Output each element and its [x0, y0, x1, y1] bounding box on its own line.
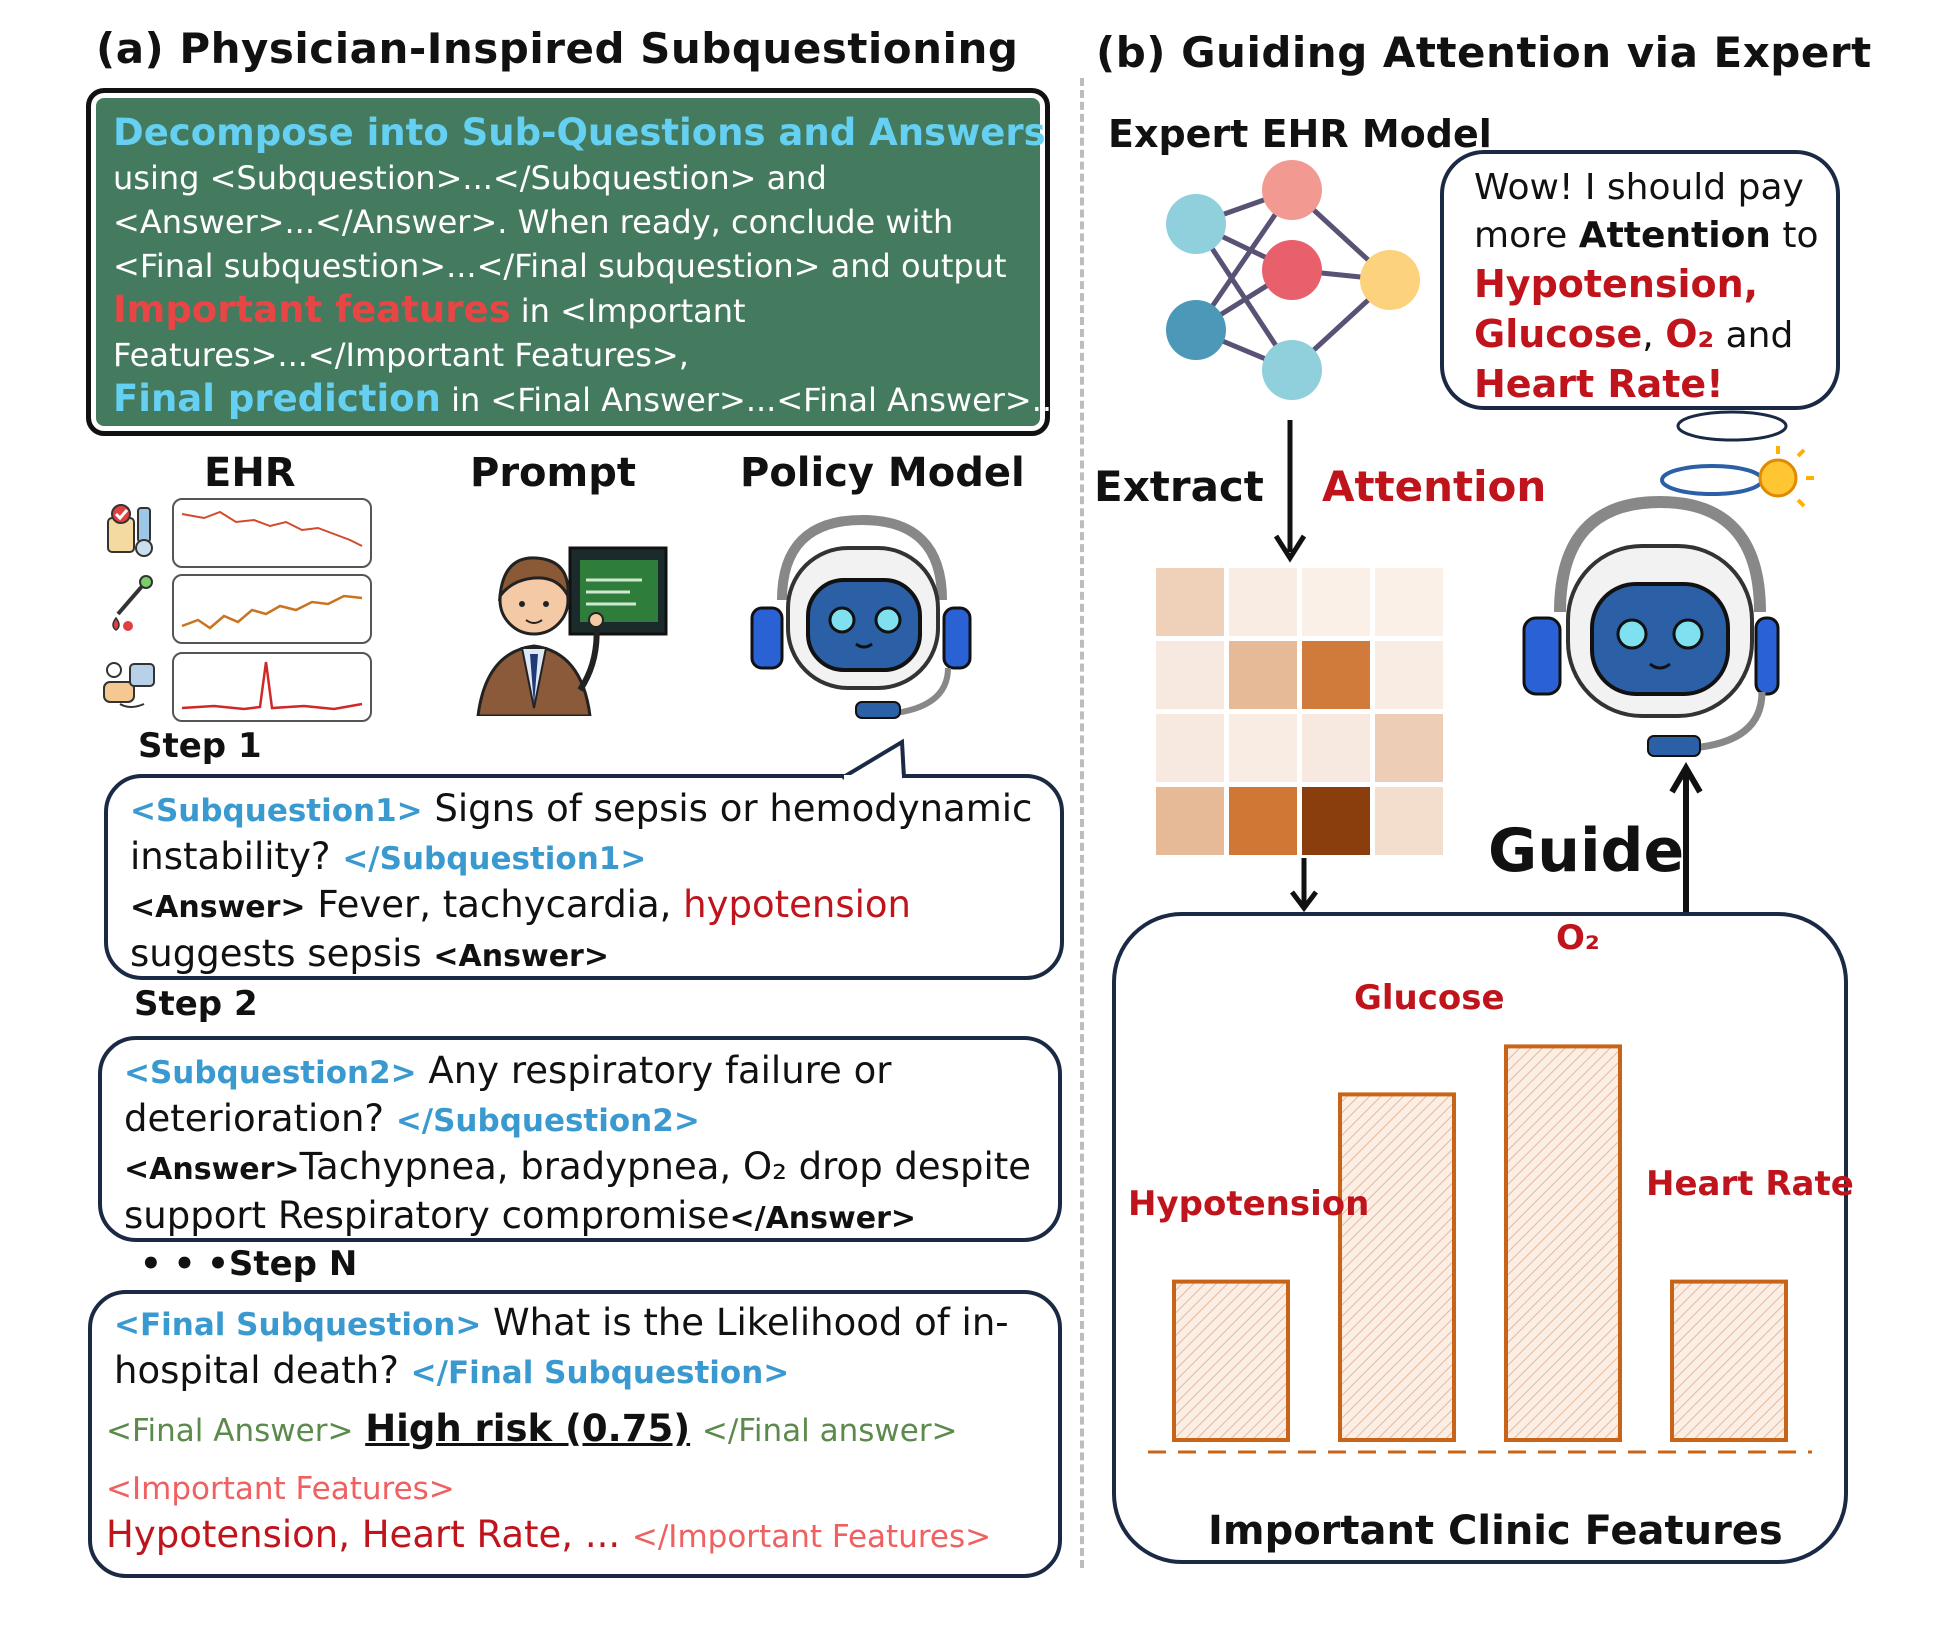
attention-label: Attention — [1322, 462, 1547, 511]
heatmap-cell-3-1 — [1229, 787, 1297, 855]
step-n-question-line-1: <Final Subquestion> What is the Likeliho… — [114, 1301, 1009, 1344]
panel-divider — [1080, 78, 1084, 1568]
bar-o- — [1504, 1044, 1622, 1442]
ehr-signal-3 — [172, 652, 372, 722]
guide-arrow — [1669, 762, 1703, 914]
step-2-answer-line-2: support Respiratory compromise</Answer> — [124, 1194, 917, 1237]
extract-arrow — [1273, 420, 1307, 563]
heatmap-cell-3-3 — [1375, 787, 1443, 855]
thought-line-2: more Attention to — [1474, 215, 1819, 256]
step-2-answer-line-1: <Answer>Tachypnea, bradypnea, O₂ drop de… — [124, 1145, 1031, 1188]
step-2-question-line-2: deterioration? </Subquestion2> — [124, 1097, 700, 1140]
step-n-question-line-2: hospital death? </Final Subquestion> — [114, 1349, 790, 1392]
step-1-answer-line-2: suggests sepsis <Answer> — [130, 932, 609, 975]
heatmap-cell-3-2 — [1302, 787, 1370, 855]
board-line-1: Decompose into Sub-Questions and Answers — [113, 111, 1046, 154]
expert-model-label: Expert EHR Model — [1108, 112, 1492, 156]
bar-label-heart-rate: Heart Rate — [1646, 1164, 1854, 1204]
prompt-label: Prompt — [470, 450, 636, 496]
thought-line-3: Hypotension, — [1474, 262, 1759, 306]
feature-bar-chart — [1148, 1044, 1812, 1454]
ehr-label: EHR — [204, 450, 296, 496]
board-line-4: <Final subquestion>...</Final subquestio… — [113, 247, 1007, 285]
attention-heatmap — [1156, 568, 1443, 855]
instruction-board: Decompose into Sub-Questions and Answers… — [86, 88, 1063, 436]
board-line-6: Features>...</Important Features>, — [113, 336, 689, 374]
guide-label: Guide — [1488, 816, 1685, 886]
heatmap-cell-2-3 — [1375, 714, 1443, 782]
step-1-bubble-tail — [840, 738, 906, 780]
heatmap-cell-0-0 — [1156, 568, 1224, 636]
step-1-answer-line-1: <Answer> Fever, tachycardia, hypotension — [130, 883, 911, 926]
heatmap-cell-2-1 — [1229, 714, 1297, 782]
policy-robot-icon — [750, 514, 972, 719]
heatmap-to-chart-arrow — [1290, 858, 1318, 913]
panel-b-title: (b) Guiding Attention via Expert — [1096, 28, 1872, 77]
step-2-question-line-1: <Subquestion2> Any respiratory failure o… — [124, 1049, 892, 1092]
ehr-signal-1 — [172, 498, 372, 568]
heatmap-cell-1-0 — [1156, 641, 1224, 709]
thought-bubble-trail — [1676, 410, 1788, 442]
final-answer-line: <Final Answer> High risk (0.75) </Final … — [106, 1407, 958, 1450]
board-line-5: Important features in <Important — [113, 288, 746, 331]
step-n-label: • • •Step N — [140, 1244, 358, 1284]
heatmap-cell-2-2 — [1302, 714, 1370, 782]
heatmap-cell-2-0 — [1156, 714, 1224, 782]
heatmap-cell-1-3 — [1375, 641, 1443, 709]
important-features-open: <Important Features> — [106, 1471, 455, 1507]
heatmap-cell-0-1 — [1229, 568, 1297, 636]
thought-line-1: Wow! I should pay — [1474, 167, 1804, 208]
chart-xlabel: Important Clinic Features — [1208, 1508, 1783, 1554]
ehr-signal-2 — [172, 574, 372, 644]
bar-label-glucose: Glucose — [1354, 978, 1505, 1018]
final-answer-value: High risk (0.75) — [365, 1407, 691, 1450]
extract-label: Extract — [1094, 462, 1264, 511]
bar-heart-rate — [1670, 1279, 1788, 1442]
board-line-7: Final prediction in <Final Answer>...<Fi… — [113, 377, 1063, 420]
dropper-icon — [112, 575, 153, 631]
panel-a-title: (a) Physician-Inspired Subquestioning — [96, 24, 1019, 73]
step-1-label: Step 1 — [138, 726, 262, 766]
board-line-3: <Answer>...</Answer>. When ready, conclu… — [113, 203, 954, 241]
guided-robot-icon — [1522, 495, 1780, 757]
lab-test-icon — [107, 504, 153, 557]
feature-chart-panel — [1112, 912, 1848, 1564]
bar-glucose — [1338, 1092, 1456, 1442]
heatmap-cell-3-0 — [1156, 787, 1224, 855]
heatmap-cell-1-2 — [1302, 641, 1370, 709]
thought-line-4: Glucose, O₂ and — [1474, 312, 1794, 356]
step-2-bubble: <Subquestion2> Any respiratory failure o… — [98, 1036, 1062, 1242]
thought-line-5: Heart Rate! — [1474, 362, 1724, 406]
step-n-bubble: <Final Subquestion> What is the Likeliho… — [88, 1290, 1062, 1578]
physician-illustration — [476, 546, 668, 716]
thought-bubble: Wow! I should pay more Attention to Hypo… — [1440, 150, 1840, 410]
bar-label-hypotension: Hypotension — [1128, 1184, 1370, 1224]
step-1-question-line-1: <Subquestion1> Signs of sepsis or hemody… — [130, 787, 1033, 830]
policy-model-label: Policy Model — [740, 450, 1025, 496]
important-features-line: Hypotension, Heart Rate, ... </Important… — [106, 1513, 992, 1556]
blood-pressure-icon — [103, 662, 155, 708]
board-line-2: using <Subquestion>...</Subquestion> and — [113, 159, 827, 197]
bar-hypotension — [1172, 1279, 1290, 1442]
heatmap-cell-0-2 — [1302, 568, 1370, 636]
step-1-bubble: <Subquestion1> Signs of sepsis or hemody… — [104, 774, 1064, 980]
heatmap-cell-1-1 — [1229, 641, 1297, 709]
step-2-label: Step 2 — [134, 984, 258, 1024]
halo-lightbulb-icon — [1660, 446, 1814, 508]
expert-network-icon — [1166, 160, 1420, 400]
heatmap-cell-0-3 — [1375, 568, 1443, 636]
step-1-question-line-2: instability? </Subquestion1> — [130, 835, 647, 878]
bar-label-o2: O₂ — [1556, 918, 1600, 958]
